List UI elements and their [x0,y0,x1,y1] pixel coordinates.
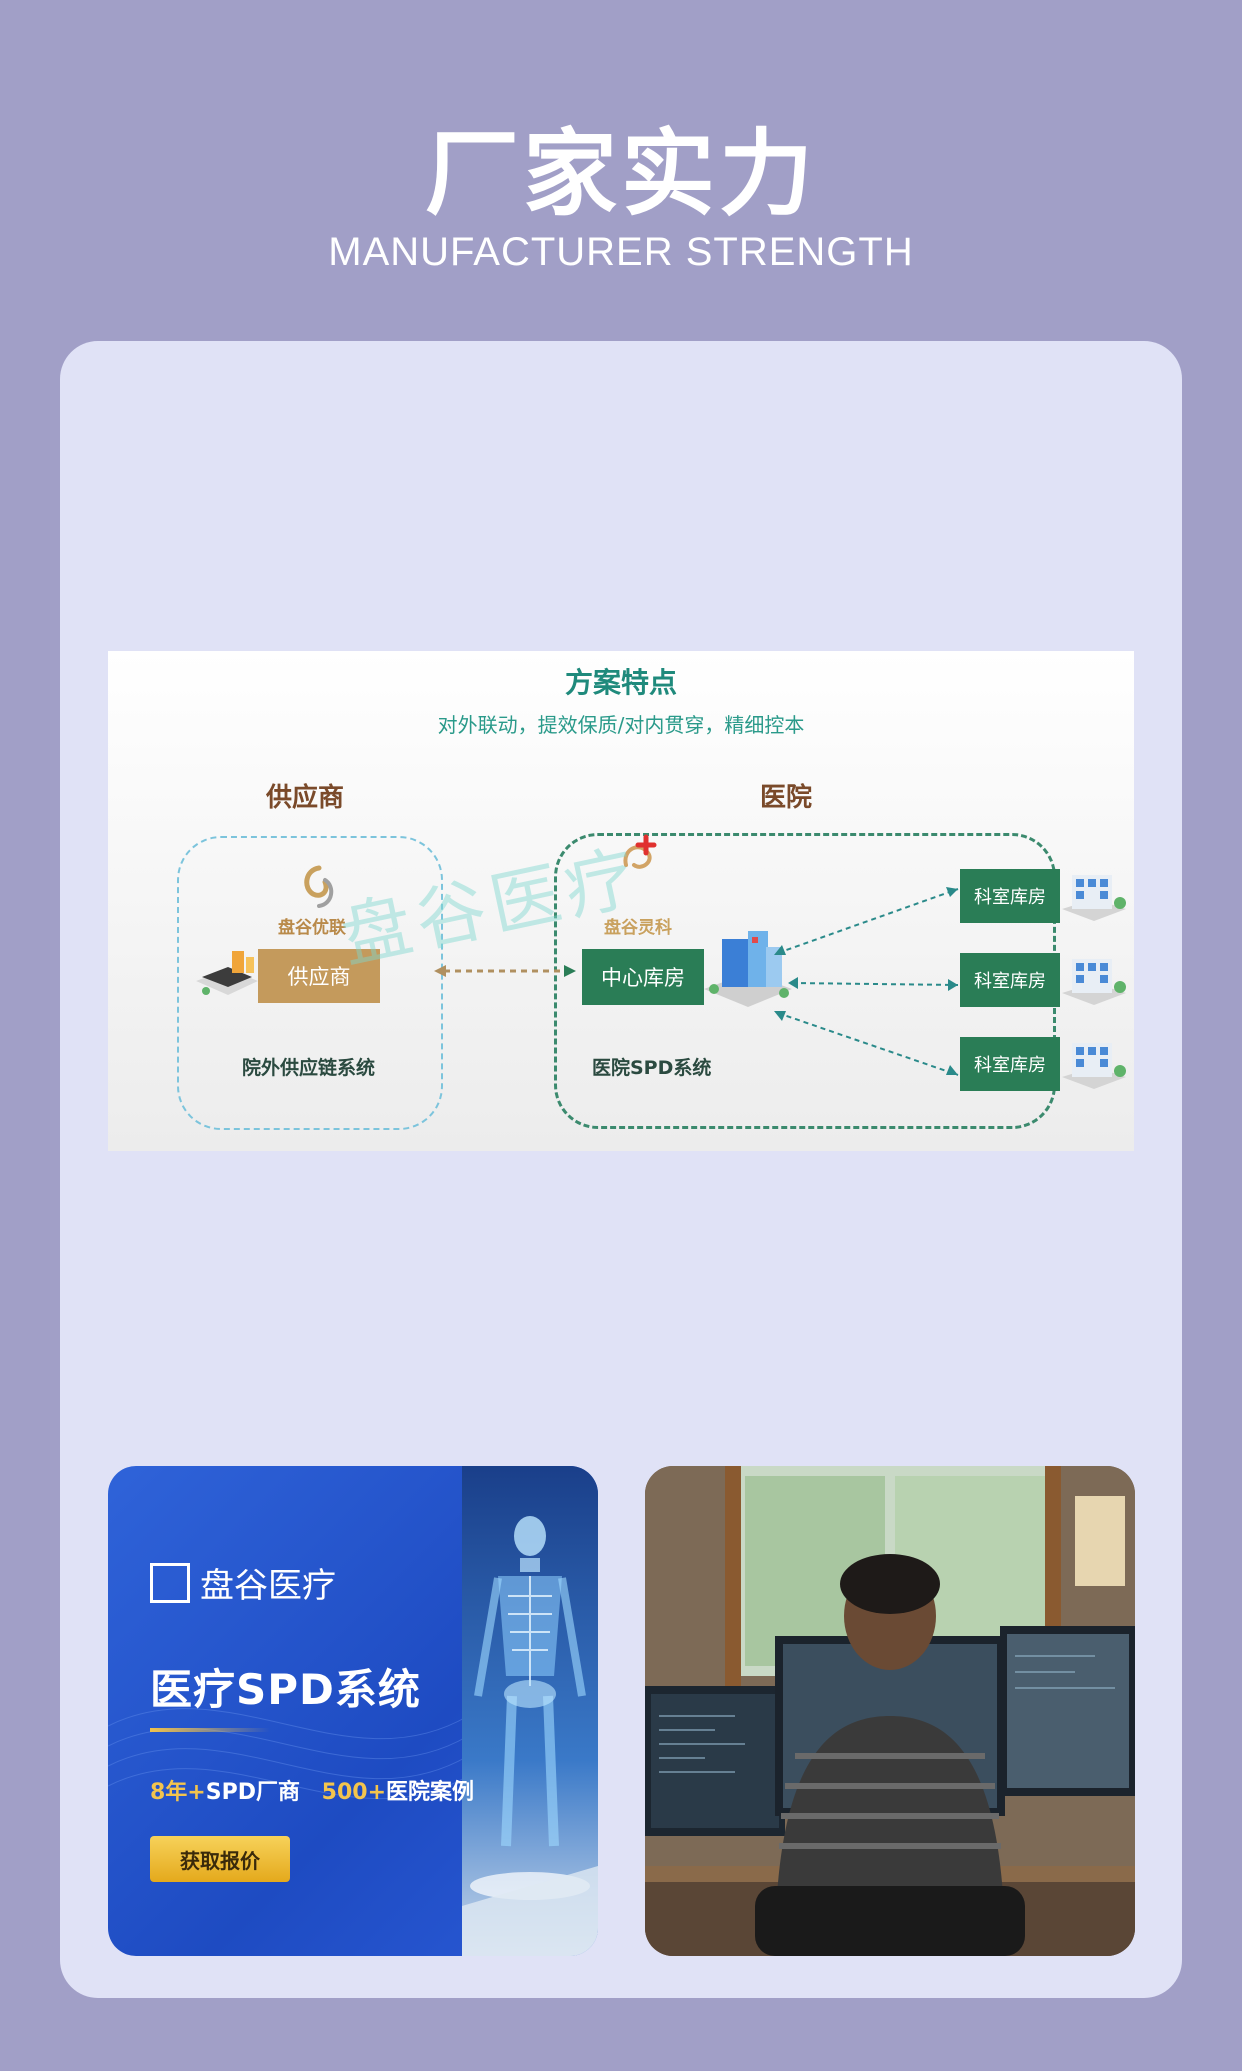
supply-link-arrow [434,965,576,977]
banner-logo-text: 盘谷医疗 [200,1566,336,1606]
supplier-node: 供应商 [258,949,380,1003]
supplier-building-icon [196,951,258,995]
tagline-years: 8年+ [150,1780,206,1805]
supplier-logo-icon [304,865,334,908]
page-subtitle: MANUFACTURER STRENGTH [328,230,914,274]
content-card: 方案特点 对外联动，提效保质/对内贯穿，精细控本 供应商 医院 盘谷优联 供应商… [60,341,1182,1998]
get-quote-button[interactable]: 获取报价 [150,1836,290,1882]
supplier-section-label: 供应商 [266,783,345,813]
page-title: 厂家实力 [424,120,817,229]
dept-building-icon [1062,875,1126,921]
tagline-cases: 500+ [321,1780,387,1805]
hospital-section-label: 医院 [760,783,813,813]
hospital-logo-text: 盘谷灵科 [604,918,672,938]
banner-tagline: 8年+SPD厂商 500+医院案例 [150,1774,474,1806]
supplier-system-label: 院外供应链系统 [242,1057,376,1079]
developer-photo-illustration [645,1466,1135,1956]
dept-building-icon [1062,1043,1126,1089]
skeleton-image [462,1466,598,1956]
dept-warehouse-node: 科室库房 [960,869,1060,923]
hospital-system-label: 医院SPD系统 [592,1057,712,1079]
dept-link-arrows [774,887,959,1076]
supplier-logo-text: 盘谷优联 [278,918,346,938]
banner-divider [150,1728,270,1732]
banner-logo: 盘谷医疗 [150,1558,336,1607]
office-photo [645,1466,1135,1956]
tagline-years-text: SPD厂商 [205,1780,300,1805]
logo-mark-icon [150,1562,190,1603]
dept-building-icon [1062,959,1126,1005]
hospital-building-icon [704,931,792,1007]
hospital-logo-icon [623,834,657,869]
dept-warehouse-node: 科室库房 [960,1037,1060,1091]
spd-banner[interactable]: 盘谷医疗 医疗SPD系统 8年+SPD厂商 500+医院案例 获取报价 [108,1466,598,1956]
supplier-system-box [177,836,443,1130]
banner-title: 医疗SPD系统 [150,1665,421,1714]
diagram-title: 方案特点 [564,666,677,699]
solution-diagram: 方案特点 对外联动，提效保质/对内贯穿，精细控本 供应商 医院 盘谷优联 供应商… [108,651,1134,1151]
central-warehouse-node: 中心库房 [582,949,704,1005]
tagline-cases-text: 医院案例 [386,1780,475,1805]
diagram-subtitle: 对外联动，提效保质/对内贯穿，精细控本 [437,713,805,737]
dept-warehouse-node: 科室库房 [960,953,1060,1007]
